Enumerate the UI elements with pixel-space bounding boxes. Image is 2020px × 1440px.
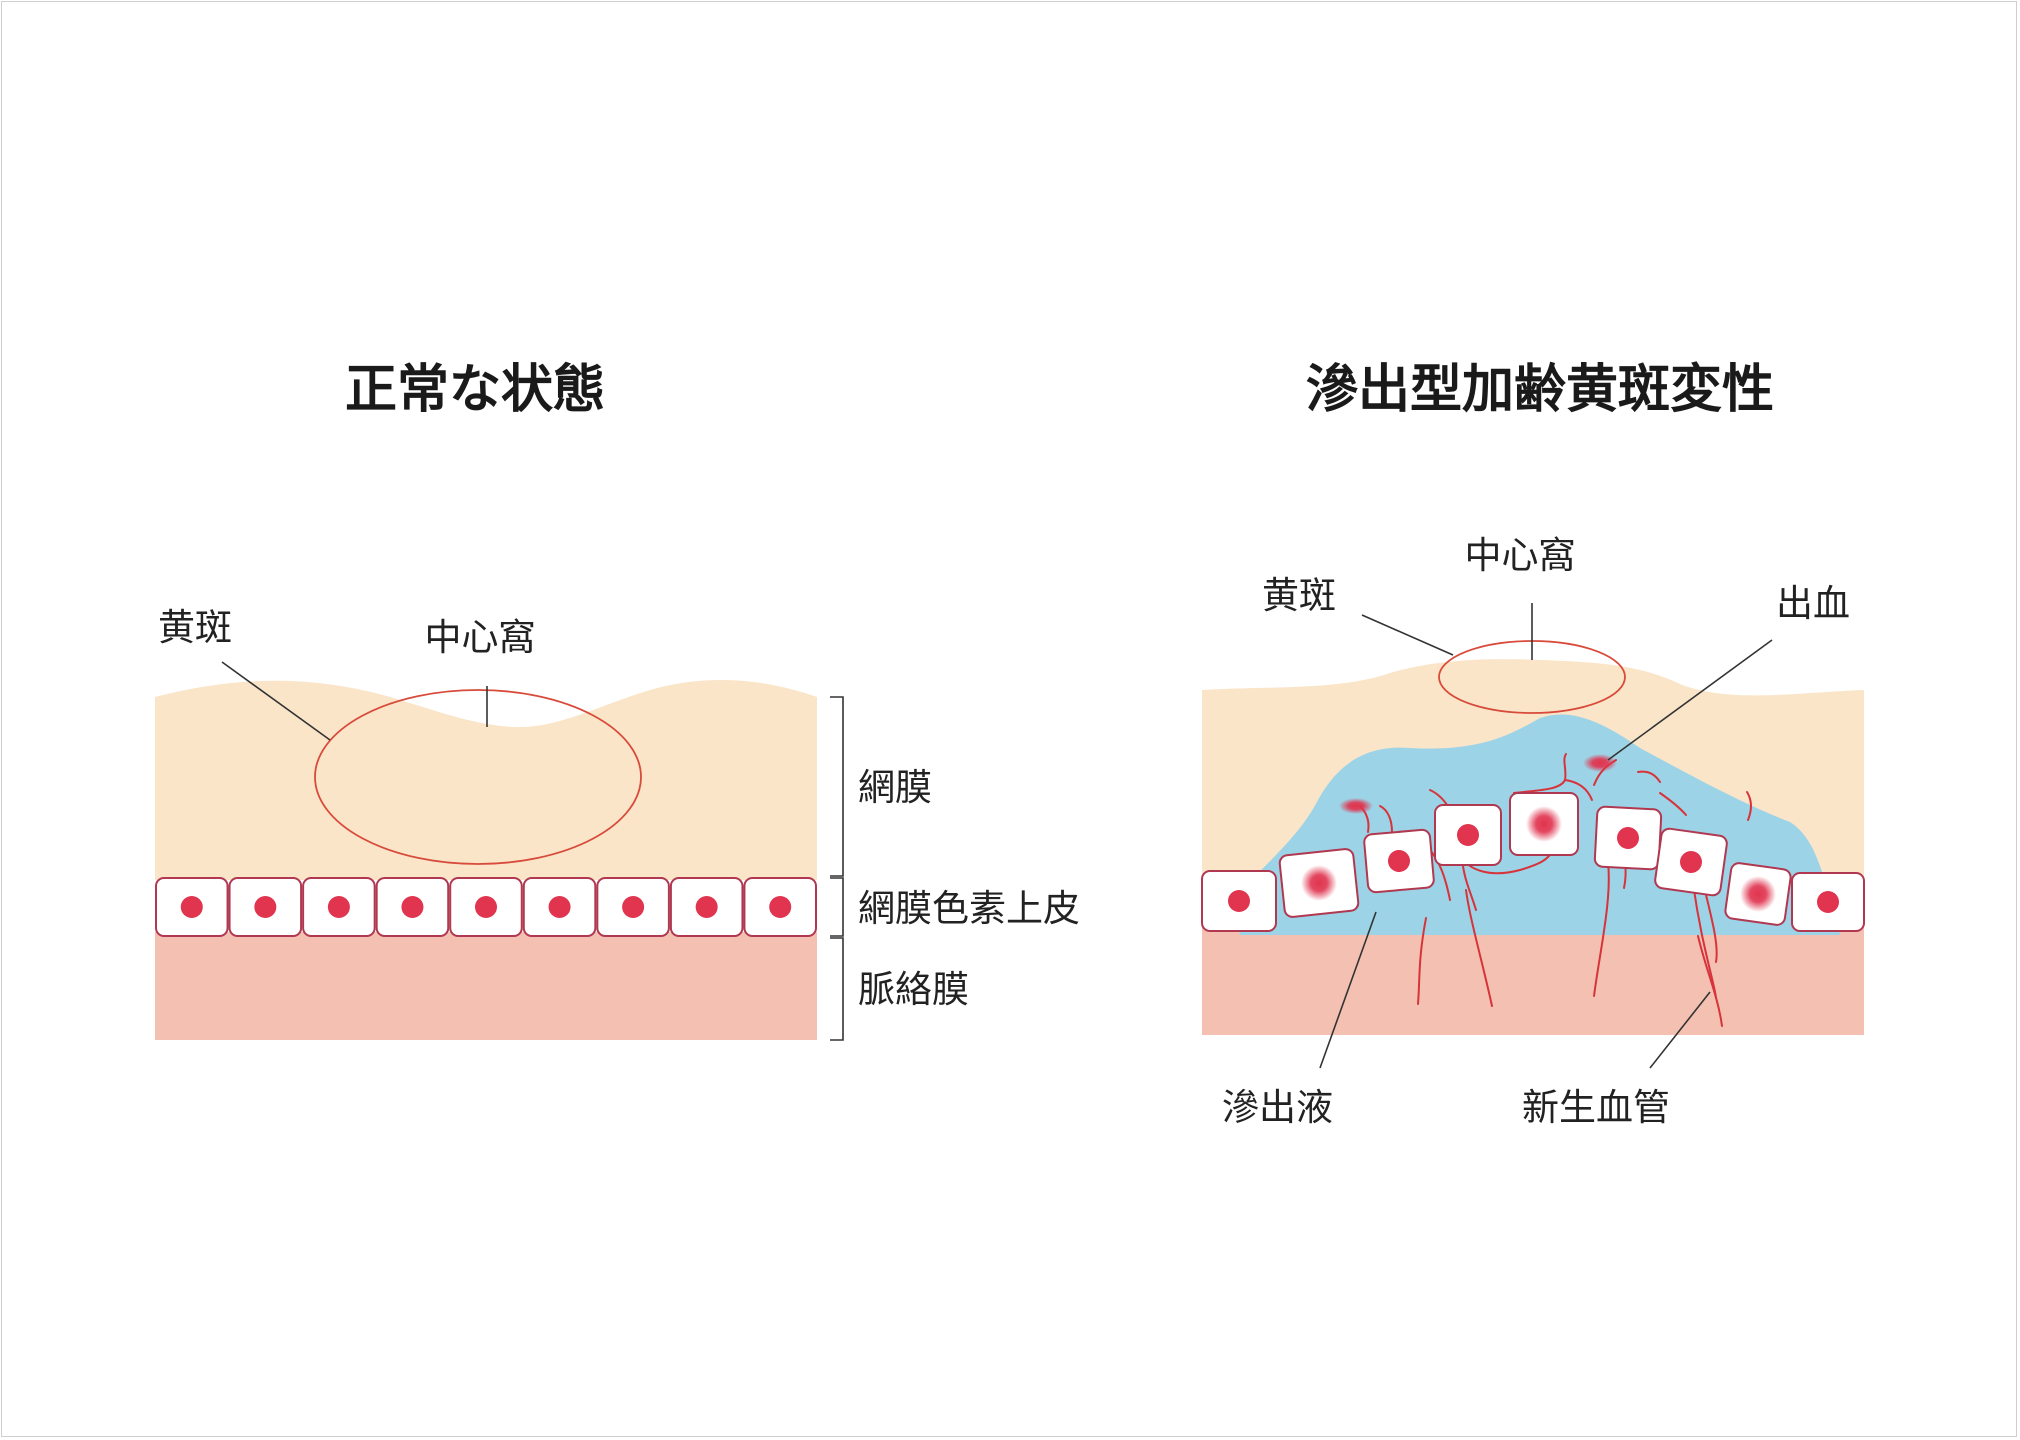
rpe-cell	[522, 877, 597, 937]
wet-macula-leader	[1361, 614, 1454, 656]
wet-amd-title: 滲出型加齢黄斑変性	[1306, 360, 1774, 420]
choroid-bracket	[830, 937, 844, 1041]
cell-nucleus	[327, 896, 350, 918]
neovascularization-leader	[1649, 991, 1711, 1069]
rpe-cell	[1363, 828, 1435, 894]
cell-nucleus	[180, 896, 203, 918]
neovascularization-label: 新生血管	[1522, 1086, 1670, 1129]
rpe-cell	[1201, 870, 1277, 932]
cell-nucleus	[1740, 876, 1776, 912]
hemorrhage-spot	[1583, 754, 1617, 772]
rpe-cell	[375, 877, 450, 937]
rpe-cell	[1724, 862, 1792, 926]
cell-nucleus	[548, 896, 571, 918]
cell-nucleus	[1301, 865, 1337, 901]
cell-nucleus	[401, 896, 424, 918]
rpe-cell	[596, 877, 670, 937]
normal-macula-outline	[314, 689, 642, 865]
normal-rpe-cells	[155, 877, 818, 937]
cell-nucleus	[1817, 891, 1839, 913]
hemorrhage-label: 出血	[1776, 582, 1850, 625]
cell-nucleus	[1680, 851, 1702, 873]
cell-nucleus	[475, 896, 497, 918]
cell-nucleus	[622, 896, 645, 918]
wet-rpe-cells	[1201, 792, 1865, 932]
rpe-cell	[1278, 848, 1360, 918]
rpe-cell	[743, 877, 818, 937]
cell-nucleus	[254, 896, 277, 918]
wet-macula-label: 黄斑	[1262, 574, 1336, 617]
rpe-cell	[1791, 872, 1865, 932]
wet-choroid-layer	[1202, 925, 1864, 1035]
rpe-cell	[669, 877, 744, 937]
rpe-bracket	[830, 877, 844, 937]
rpe-cell	[302, 877, 376, 937]
normal-retina-layer	[155, 679, 817, 880]
cell-nucleus	[1526, 806, 1562, 842]
rpe-cell	[1434, 804, 1502, 866]
wet-fovea-label: 中心窩	[1465, 534, 1576, 577]
rpe-label: 網膜色素上皮	[858, 887, 1080, 930]
normal-panel: 黄斑 中心窩 網膜 網膜色素上皮 脈絡膜	[155, 606, 1080, 1041]
retina-label: 網膜	[858, 766, 932, 809]
cell-nucleus	[1617, 827, 1639, 849]
rpe-cell	[449, 877, 523, 937]
normal-macula-label: 黄斑	[158, 606, 232, 649]
rpe-cell	[228, 877, 303, 937]
choroid-label: 脈絡膜	[858, 968, 969, 1011]
cell-nucleus	[1388, 850, 1410, 872]
cell-nucleus	[769, 896, 792, 918]
exudate-label: 滲出液	[1222, 1086, 1333, 1129]
retina-bracket	[830, 696, 844, 877]
cell-nucleus	[695, 896, 718, 918]
cell-nucleus	[1457, 824, 1479, 846]
rpe-cell	[155, 877, 229, 937]
normal-macula-leader	[221, 661, 331, 741]
normal-title: 正常な状態	[345, 360, 605, 420]
cell-nucleus	[1228, 890, 1250, 912]
hemorrhage-leader	[1607, 639, 1773, 761]
rpe-cell	[1654, 827, 1728, 897]
wet-amd-panel: 黄斑 中心窩 出血 滲出液 新生血管	[1201, 534, 1865, 1129]
normal-fovea-label: 中心窩	[425, 616, 536, 659]
rpe-cell	[1509, 792, 1579, 856]
exudate-leader	[1319, 911, 1377, 1069]
normal-choroid-layer	[155, 932, 817, 1040]
rpe-cell	[1593, 805, 1663, 871]
hemorrhage-spot	[1339, 798, 1373, 814]
